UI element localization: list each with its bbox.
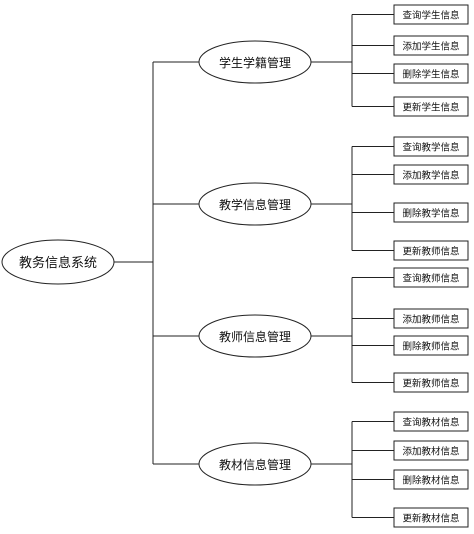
function-box bbox=[393, 440, 469, 461]
function-box-label: 查询教学信息 bbox=[402, 142, 459, 154]
function-box bbox=[393, 164, 469, 185]
module-node-label: 教师信息管理 bbox=[219, 329, 291, 344]
function-box bbox=[393, 4, 469, 25]
function-box-label: 添加教师信息 bbox=[402, 314, 459, 326]
function-box bbox=[393, 35, 469, 56]
function-box bbox=[393, 96, 469, 117]
function-box-label: 删除学生信息 bbox=[402, 69, 459, 81]
root-node-label: 教务信息系统 bbox=[19, 255, 97, 271]
function-box-label: 更新学生信息 bbox=[402, 102, 459, 114]
function-box-label: 更新教师信息 bbox=[402, 246, 459, 258]
function-box-label: 删除教学信息 bbox=[402, 208, 459, 220]
function-box bbox=[393, 469, 469, 490]
function-box-label: 删除教材信息 bbox=[402, 475, 459, 487]
function-box-label: 添加教学信息 bbox=[402, 170, 459, 182]
function-box-label: 更新教师信息 bbox=[402, 378, 459, 390]
function-box-label: 添加学生信息 bbox=[402, 41, 459, 53]
function-box-label: 查询教材信息 bbox=[402, 417, 459, 429]
function-box bbox=[393, 240, 469, 261]
function-box bbox=[393, 372, 469, 393]
module-node-label: 教学信息管理 bbox=[219, 197, 291, 212]
function-box-label: 添加教材信息 bbox=[402, 446, 459, 458]
function-box bbox=[393, 507, 469, 528]
function-box bbox=[393, 136, 469, 157]
function-box bbox=[393, 63, 469, 84]
function-box bbox=[393, 411, 469, 432]
function-box-label: 查询学生信息 bbox=[402, 10, 459, 22]
function-box-label: 查询教师信息 bbox=[402, 273, 459, 285]
module-node-label: 学生学籍管理 bbox=[219, 55, 291, 70]
function-box bbox=[393, 308, 469, 329]
function-box bbox=[393, 267, 469, 288]
function-box-label: 更新教材信息 bbox=[402, 513, 459, 525]
module-node-label: 教材信息管理 bbox=[219, 457, 291, 472]
function-box bbox=[393, 202, 469, 223]
function-box-label: 删除教师信息 bbox=[402, 341, 459, 353]
function-box bbox=[393, 335, 469, 356]
